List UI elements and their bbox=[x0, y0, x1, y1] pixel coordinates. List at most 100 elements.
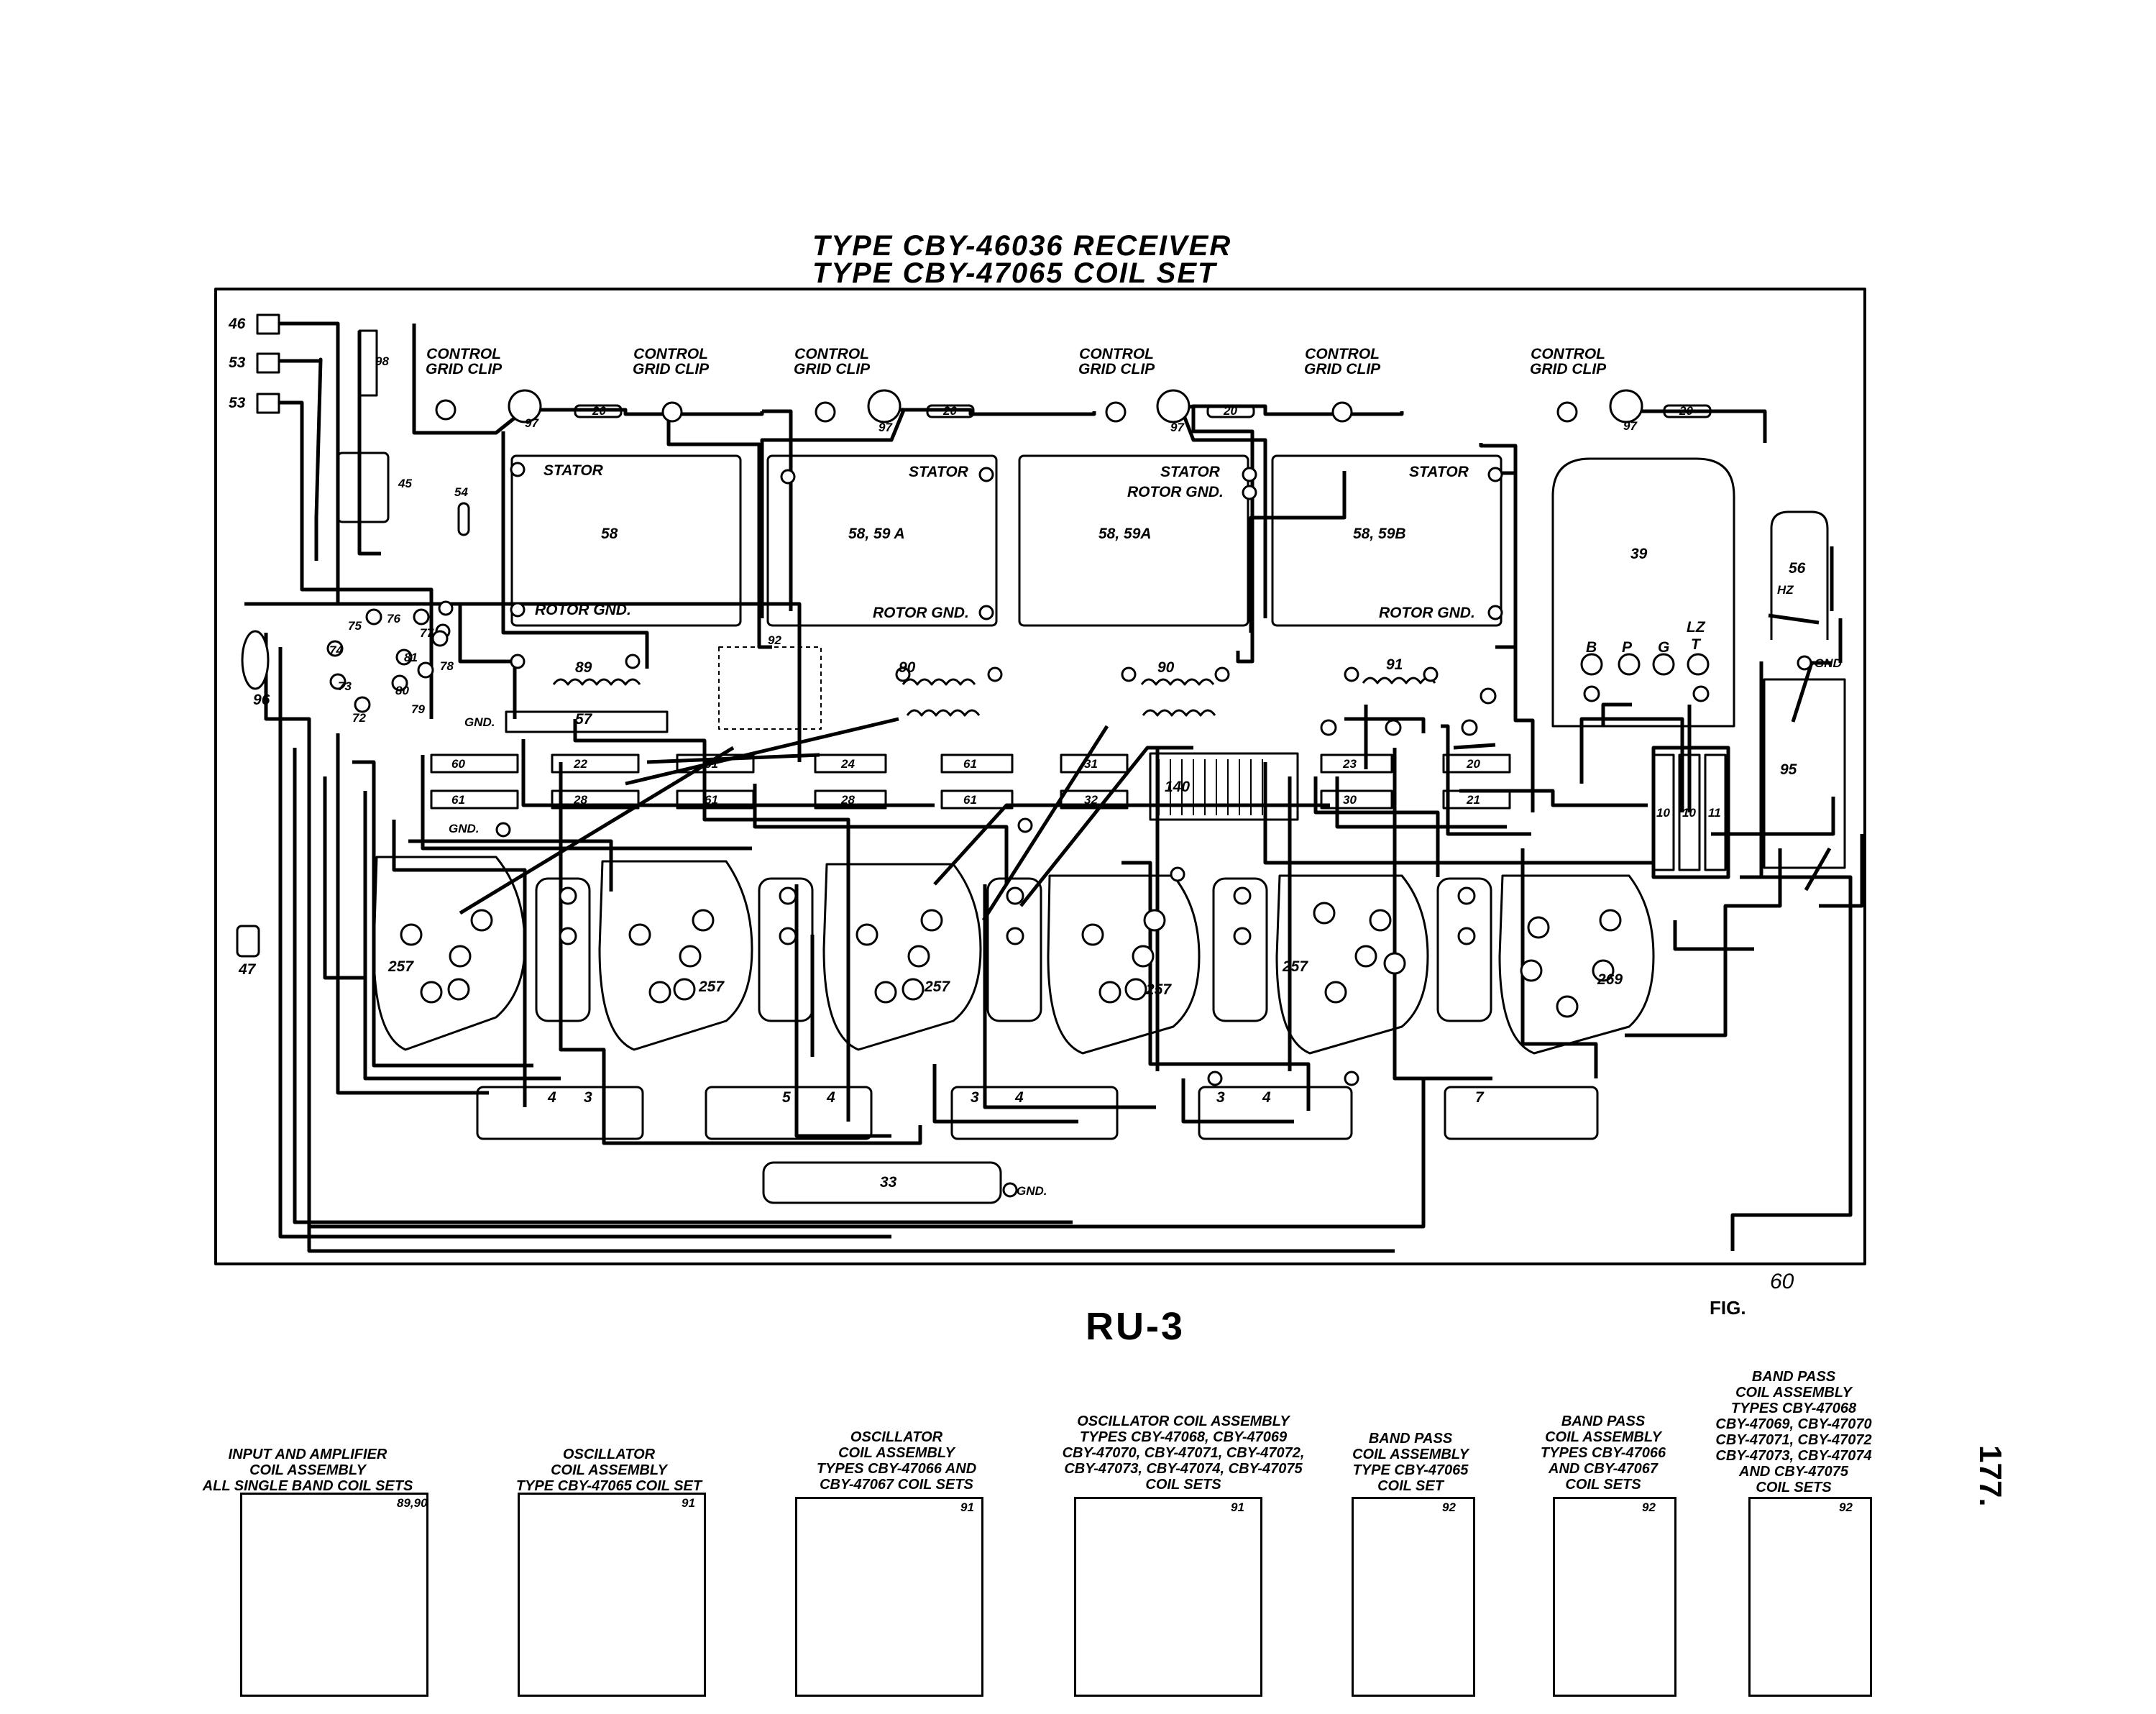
strip-61-label-4: 61 bbox=[963, 757, 977, 771]
resistor-20-label-1: 20 bbox=[592, 404, 606, 418]
contact-73-label: 73 bbox=[338, 679, 352, 693]
sub-assembly-ref-5: 92 bbox=[1442, 1500, 1456, 1514]
sub-assembly-92-outline bbox=[718, 646, 822, 730]
coil-140 bbox=[1149, 752, 1299, 821]
coil-91-label: 91 bbox=[1386, 656, 1403, 673]
connector-53-label-a: 53 bbox=[229, 354, 246, 371]
block-57 bbox=[505, 710, 669, 733]
sub-assembly-box-4 bbox=[1074, 1497, 1262, 1697]
coil-90-label-2: 90 bbox=[1157, 659, 1175, 676]
connector-53-label-b: 53 bbox=[229, 395, 246, 411]
strip-32-label: 32 bbox=[1084, 793, 1098, 807]
title-line-2: TYPE CBY-47065 COIL SET bbox=[812, 257, 1217, 289]
socket-number-8: 4 bbox=[1262, 1089, 1271, 1106]
sub-assembly-ref-1: 89,90 bbox=[397, 1496, 428, 1510]
shield-can-4 bbox=[1212, 877, 1268, 1022]
sub-assembly-caption-5: BAND PASS COIL ASSEMBLY TYPE CBY-47065 C… bbox=[1352, 1431, 1469, 1494]
bottom-plate-3 bbox=[950, 1086, 1119, 1140]
figure-number: 60 bbox=[1770, 1270, 1794, 1293]
stator-label-4: STATOR bbox=[1409, 464, 1469, 480]
block-57-label: 57 bbox=[575, 711, 592, 728]
stator-label-1: STATOR bbox=[543, 462, 603, 479]
sub-assembly-ref-4: 91 bbox=[1231, 1500, 1244, 1514]
socket-number-4: 4 bbox=[827, 1089, 835, 1106]
control-grid-clip-label-3: CONTROL GRID CLIP bbox=[794, 346, 871, 377]
bottom-plate-5 bbox=[1444, 1086, 1599, 1140]
tube-label-2: 257 bbox=[699, 979, 725, 995]
contact-81-label: 81 bbox=[404, 651, 418, 664]
sub-assembly-ref-2: 91 bbox=[682, 1496, 695, 1510]
strip-61-label-3: 61 bbox=[705, 793, 718, 807]
capacitor-58-59a-1 bbox=[766, 454, 998, 627]
strip-21-label: 21 bbox=[1467, 793, 1480, 807]
terminal-lz-label: LZ bbox=[1687, 619, 1705, 636]
sub-assembly-caption-4: OSCILLATOR COIL ASSEMBLY TYPES CBY-47068… bbox=[1062, 1413, 1305, 1493]
transformer-39 bbox=[1551, 457, 1735, 728]
terminal-lugs bbox=[435, 462, 1812, 1198]
control-grid-clip-label-2: CONTROL GRID CLIP bbox=[633, 346, 710, 377]
strip-20-label: 20 bbox=[1467, 757, 1480, 771]
tube-label-1: 257 bbox=[388, 958, 414, 975]
capacitor-label-3: 58, 59A bbox=[1098, 526, 1152, 542]
rotor-gnd-label-4: ROTOR GND. bbox=[1379, 605, 1475, 621]
sub-assembly-caption-3: OSCILLATOR COIL ASSEMBLY TYPES CBY-47066… bbox=[816, 1429, 977, 1493]
terminal-strips bbox=[430, 746, 1730, 879]
bottom-plate-2 bbox=[705, 1086, 873, 1140]
socket-number-5: 3 bbox=[971, 1089, 979, 1106]
resistor-33-label: 33 bbox=[880, 1174, 897, 1191]
shield-can-3 bbox=[986, 877, 1042, 1022]
terminal-b-label: B bbox=[1586, 639, 1597, 656]
resistor-33 bbox=[762, 1161, 1002, 1204]
gnd-label-bottom: GND. bbox=[1017, 1184, 1047, 1198]
resistor-10-label-b: 10 bbox=[1682, 806, 1696, 820]
part-54-label: 54 bbox=[454, 485, 468, 499]
sub-assembly-ref-7: 92 bbox=[1839, 1500, 1853, 1514]
tube-socket-4 bbox=[1047, 874, 1201, 1055]
figure-label: FIG. bbox=[1710, 1297, 1746, 1319]
connector-46-label: 46 bbox=[229, 316, 246, 332]
tube-label-4: 257 bbox=[1146, 981, 1172, 998]
control-grid-clip-label-5: CONTROL GRID CLIP bbox=[1304, 346, 1381, 377]
sub-assembly-caption-6: BAND PASS COIL ASSEMBLY TYPES CBY-47066 … bbox=[1540, 1413, 1666, 1493]
gnd-label-strip: GND. bbox=[449, 822, 480, 835]
stator-label-2: STATOR bbox=[909, 464, 968, 480]
rotor-gnd-label-3: ROTOR GND. bbox=[1127, 484, 1224, 500]
part-97-label-4: 97 bbox=[1623, 419, 1637, 433]
chassis-outline bbox=[214, 288, 1866, 1265]
part-97-label-2: 97 bbox=[879, 421, 892, 434]
control-grid-clip-label-1: CONTROL GRID CLIP bbox=[426, 346, 503, 377]
tube-sockets bbox=[372, 856, 1655, 1140]
strip-30-label: 30 bbox=[1343, 793, 1357, 807]
strip-60-label: 60 bbox=[451, 757, 465, 771]
tube-socket-2 bbox=[598, 860, 753, 1051]
shield-can-5 bbox=[1436, 877, 1492, 1022]
sub-assembly-caption-7: BAND PASS COIL ASSEMBLY TYPES CBY-47068 … bbox=[1715, 1369, 1872, 1495]
tube-label-6: 269 bbox=[1597, 971, 1623, 988]
resistors bbox=[336, 329, 1727, 871]
tube-socket-1 bbox=[372, 856, 526, 1051]
part-56-label: 56 bbox=[1789, 560, 1806, 577]
resistor-10-label-a: 10 bbox=[1656, 806, 1670, 820]
part-47-label: 47 bbox=[239, 961, 256, 978]
sub-assembly-caption-2: OSCILLATOR COIL ASSEMBLY TYPE CBY-47065 … bbox=[515, 1447, 702, 1494]
socket-number-1: 4 bbox=[548, 1089, 556, 1106]
sub-assembly-box-7 bbox=[1748, 1497, 1872, 1697]
strip-61-label-5: 61 bbox=[963, 793, 977, 807]
bottom-plate-1 bbox=[476, 1086, 644, 1140]
socket-number-7: 3 bbox=[1216, 1089, 1225, 1106]
coil-89-label: 89 bbox=[575, 659, 592, 676]
sub-assembly-box-2 bbox=[518, 1493, 706, 1697]
socket-number-2: 3 bbox=[584, 1089, 592, 1106]
socket-number-6: 4 bbox=[1015, 1089, 1024, 1106]
capacitor-label-1: 58 bbox=[601, 526, 618, 542]
wires bbox=[244, 321, 1864, 1253]
contact-76-label: 76 bbox=[387, 612, 400, 625]
part-56-body bbox=[1770, 510, 1829, 640]
part-96-label: 96 bbox=[253, 692, 270, 708]
model-label: RU-3 bbox=[1086, 1305, 1185, 1348]
hz-label: HZ bbox=[1777, 583, 1794, 597]
resistor-20-label-2: 20 bbox=[943, 404, 957, 418]
strip-28-label-2: 28 bbox=[841, 793, 855, 807]
resistor-20-label-3: 20 bbox=[1224, 404, 1237, 418]
